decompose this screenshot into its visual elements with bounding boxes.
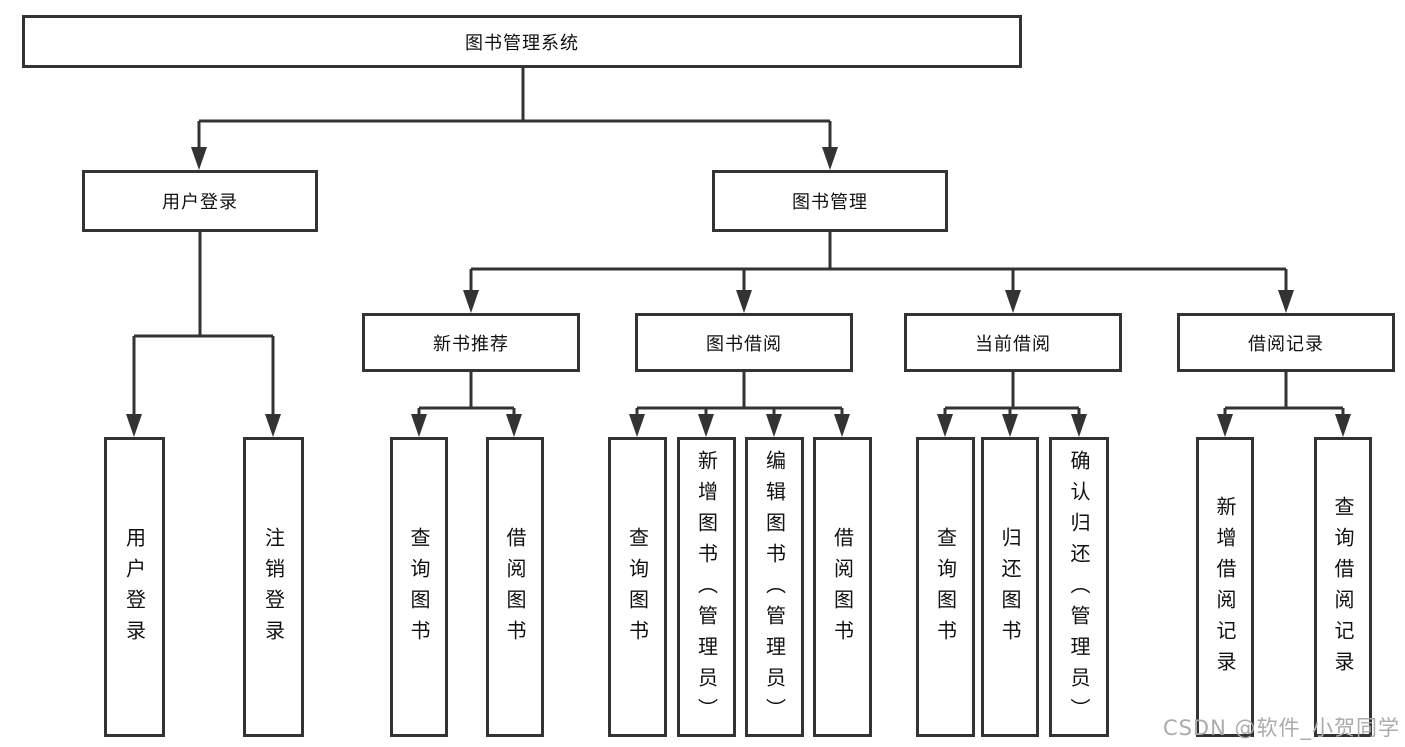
leaf-add-book-admin: 新增图书（管理员） [677,437,736,737]
leaf-borrow-books-recommend: 借阅图书 [486,437,544,737]
node-user-login-branch: 用户登录 [82,170,318,232]
node-borrow-records: 借阅记录 [1177,313,1395,372]
leaf-add-borrow-record: 新增借阅记录 [1196,437,1254,737]
csdn-watermark: CSDN @软件_小贺同学 [1162,716,1400,740]
leaf-logout: 注销登录 [243,437,304,737]
leaf-confirm-return-admin: 确认归还（管理员） [1049,437,1109,737]
node-new-book-recommend: 新书推荐 [362,313,580,372]
leaf-user-login: 用户登录 [104,437,165,737]
node-current-borrow: 当前借阅 [904,313,1122,372]
leaf-return-books: 归还图书 [981,437,1039,737]
leaf-query-borrow-record: 查询借阅记录 [1314,437,1372,737]
leaf-borrow-books: 借阅图书 [813,437,872,737]
leaf-query-books-borrow: 查询图书 [608,437,667,737]
leaf-edit-book-admin: 编辑图书（管理员） [745,437,804,737]
node-library-management-system: 图书管理系统 [22,15,1022,68]
node-book-borrow: 图书借阅 [635,313,853,372]
node-book-management-branch: 图书管理 [712,170,948,232]
arrowheads [126,147,1351,437]
leaf-query-books-current: 查询图书 [916,437,975,737]
leaf-query-books-recommend: 查询图书 [390,437,448,737]
